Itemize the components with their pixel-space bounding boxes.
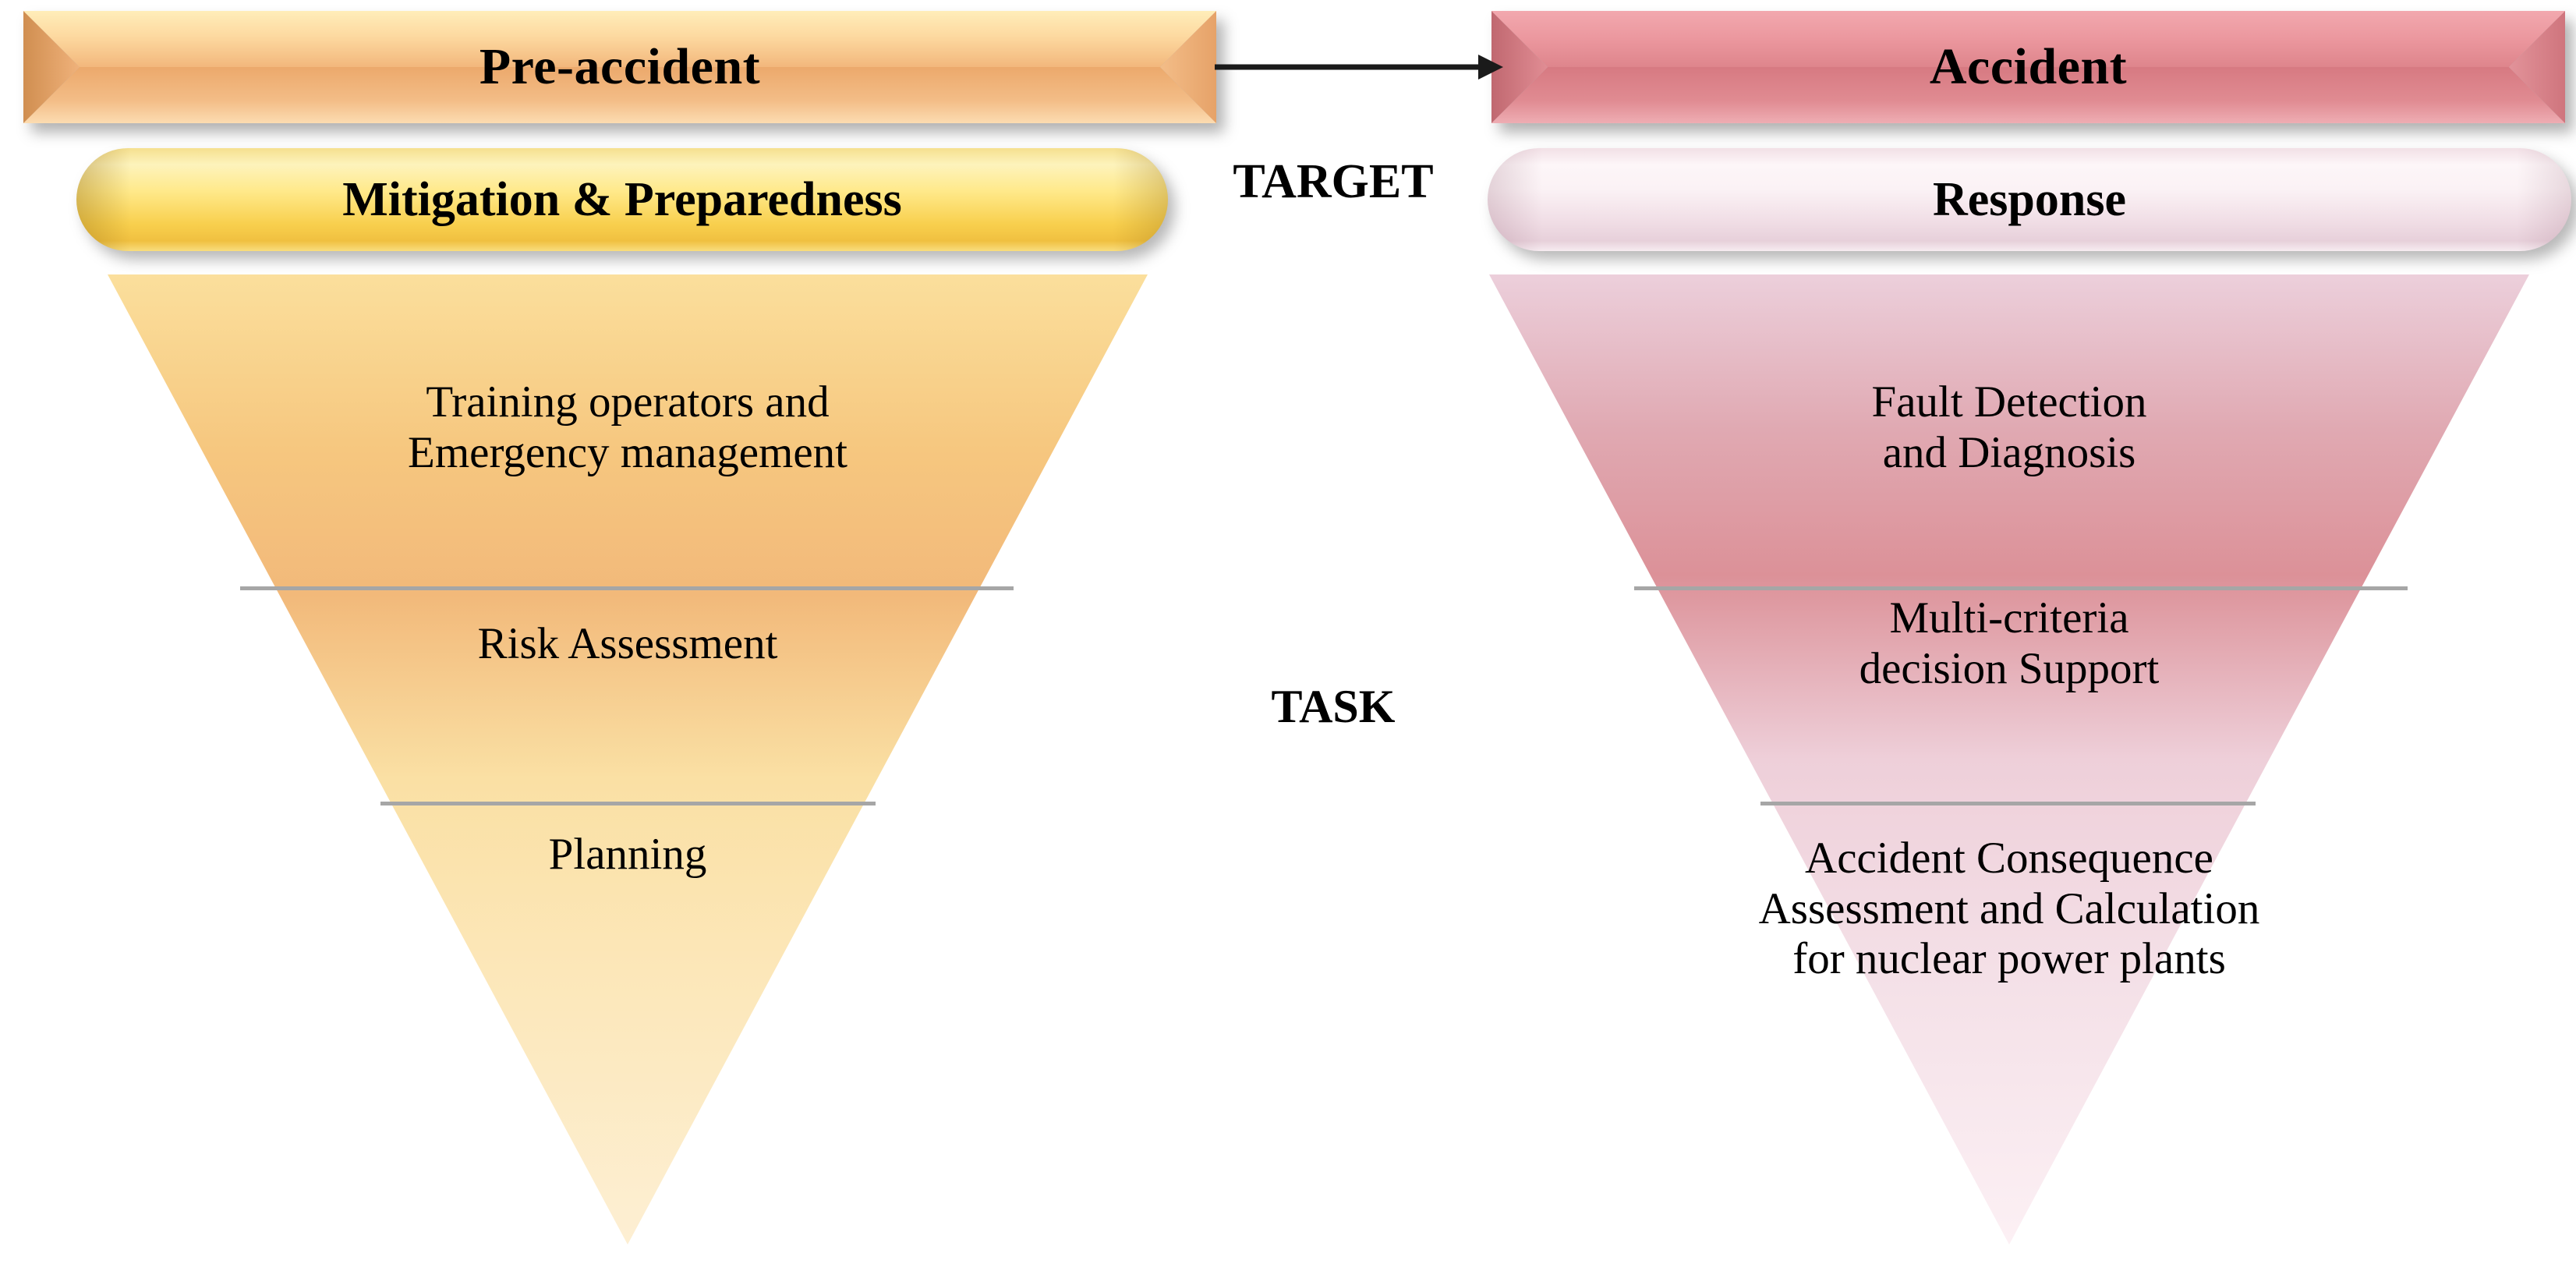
funnel-divider xyxy=(1634,586,2408,590)
arrow-right-icon xyxy=(1215,50,1503,84)
row-label-target: TARGET xyxy=(1233,155,1434,208)
task-item: Risk Assessment xyxy=(477,618,778,668)
phase-banner-label: Pre-accident xyxy=(479,38,761,95)
task-list-accident: Fault Detection and Diagnosis Multi-crit… xyxy=(1483,270,2535,1254)
phase-banner-accident[interactable]: Accident xyxy=(1491,11,2565,123)
task-item: Multi-criteria decision Support xyxy=(1859,593,2160,693)
funnel-divider xyxy=(240,586,1014,590)
task-funnel-pre-accident: Training operators and Emergency managem… xyxy=(101,270,1154,1254)
task-item: Fault Detection and Diagnosis xyxy=(1871,377,2147,477)
row-label-task: TASK xyxy=(1271,681,1396,732)
task-funnel-accident: Fault Detection and Diagnosis Multi-crit… xyxy=(1483,270,2535,1254)
target-pill-label: Response xyxy=(1932,172,2127,226)
target-pill-response[interactable]: Response xyxy=(1488,148,2571,251)
banner-bevel-shape xyxy=(23,11,1216,123)
phase-banner-label: Accident xyxy=(1929,38,2128,95)
funnel-divider xyxy=(380,802,876,805)
phase-banner-pre-accident[interactable]: Pre-accident xyxy=(23,11,1216,123)
funnel-divider xyxy=(1760,802,2256,805)
target-pill-label: Mitigation & Preparedness xyxy=(342,172,902,226)
task-item: Planning xyxy=(548,829,707,879)
target-pill-mitigation-preparedness[interactable]: Mitigation & Preparedness xyxy=(76,148,1168,251)
banner-bevel-shape xyxy=(1491,11,2565,123)
task-list-pre-accident: Training operators and Emergency managem… xyxy=(101,270,1154,1254)
task-item: Accident Consequence Assessment and Calc… xyxy=(1758,833,2260,984)
task-item: Training operators and Emergency managem… xyxy=(408,377,847,477)
